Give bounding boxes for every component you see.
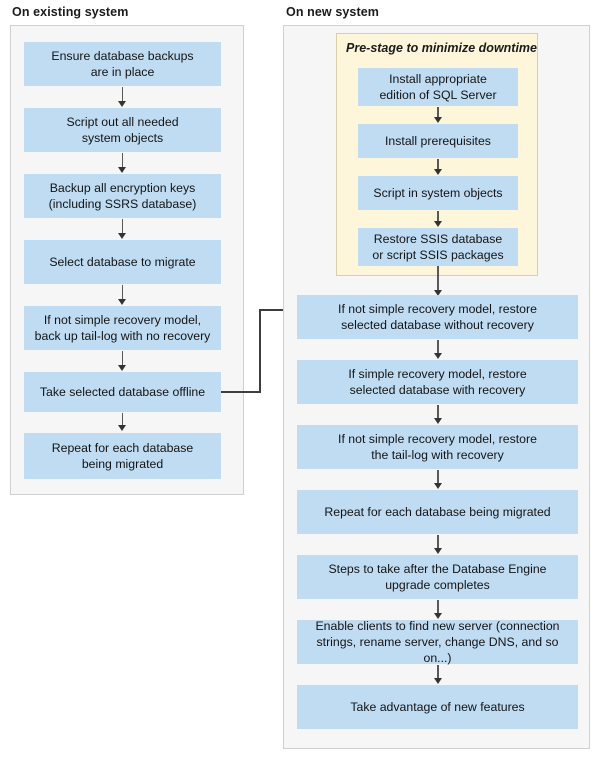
arrow-head-icon [433, 169, 442, 175]
node-line: selected database without recovery [341, 318, 534, 332]
node-backup-tail-log[interactable]: If not simple recovery model, back up ta… [24, 306, 221, 350]
group-pre-stage-label: Pre-stage to minimize downtime [346, 41, 538, 55]
node-line: or script SSIS packages [372, 248, 504, 262]
node-line: Restore SSIS database [373, 231, 503, 246]
node-line: edition of SQL Server [379, 88, 497, 102]
node-script-out-objects[interactable]: Script out all needed system objects [24, 108, 221, 152]
arrow-head-icon [433, 548, 442, 554]
node-line: If simple recovery model, restore [348, 366, 527, 381]
node-repeat-each-database-new[interactable]: Repeat for each database being migrated [297, 490, 578, 534]
node-line: being migrated [81, 457, 164, 471]
arrow-line [437, 107, 439, 118]
connector-segment-horizontal [259, 309, 289, 311]
node-line: the tail-log with recovery [371, 448, 504, 462]
arrow-head-icon [118, 101, 126, 107]
node-line: Script in system objects [373, 185, 503, 200]
arrow-line [437, 405, 439, 419]
column-title-existing-system: On existing system [12, 5, 129, 19]
arrow-head-icon [118, 299, 126, 305]
node-line: If not simple recovery model, restore [338, 301, 537, 316]
arrow-line [437, 159, 439, 170]
arrow-line [437, 665, 439, 679]
arrow-head-icon [118, 425, 126, 431]
node-take-database-offline[interactable]: Take selected database offline [24, 372, 221, 412]
node-script-in-system-objects[interactable]: Script in system objects [358, 176, 518, 210]
arrow-head-icon [433, 678, 442, 684]
node-enable-clients[interactable]: Enable clients to find new server (conne… [297, 618, 578, 666]
node-restore-without-recovery[interactable]: If not simple recovery model, restore se… [297, 295, 578, 339]
node-line: upgrade completes [385, 578, 490, 592]
arrow-line [437, 535, 439, 549]
node-select-database[interactable]: Select database to migrate [24, 240, 221, 284]
node-line: Repeat for each database [51, 440, 194, 455]
arrow-head-icon [433, 483, 442, 489]
node-take-advantage-new-features[interactable]: Take advantage of new features [297, 685, 578, 729]
arrow-line [121, 153, 124, 168]
node-line: (including SSRS database) [48, 197, 197, 211]
node-line: Enable clients to find new server (conne… [315, 618, 560, 633]
arrow-head-icon [118, 167, 126, 173]
arrow-line [437, 600, 439, 614]
arrow-line [121, 87, 124, 102]
node-line: Take advantage of new features [350, 699, 525, 714]
node-line: back up tail-log with no recovery [34, 329, 211, 343]
node-install-sql-server[interactable]: Install appropriate edition of SQL Serve… [358, 68, 518, 106]
arrow-line [437, 470, 439, 484]
node-line: Ensure database backups [51, 48, 194, 63]
arrow-line [437, 340, 439, 354]
arrow-line [121, 219, 124, 234]
arrow-line [121, 351, 124, 366]
arrow-line [121, 285, 124, 300]
arrow-head-icon [433, 353, 442, 359]
node-line: Install prerequisites [385, 133, 491, 148]
arrow-head-icon [433, 221, 442, 227]
node-line: strings, rename server, change DNS, and … [316, 634, 559, 666]
arrow-line [437, 211, 439, 222]
arrow-head-icon [118, 233, 126, 239]
arrow-head-icon [433, 418, 442, 424]
node-backup-encryption-keys[interactable]: Backup all encryption keys (including SS… [24, 174, 221, 218]
node-line: If not simple recovery model, restore [338, 431, 537, 446]
node-install-prerequisites[interactable]: Install prerequisites [358, 124, 518, 158]
arrow-head-icon [433, 117, 442, 123]
column-title-new-system: On new system [286, 5, 379, 19]
node-line: Repeat for each database being migrated [324, 504, 551, 519]
node-line: Script out all needed [66, 114, 179, 129]
arrow-head-icon [433, 613, 442, 619]
node-repeat-each-database[interactable]: Repeat for each database being migrated [24, 433, 221, 479]
node-line: Backup all encryption keys [49, 180, 196, 195]
node-line: Take selected database offline [39, 384, 206, 399]
arrow-head-icon [433, 290, 442, 296]
node-line: If not simple recovery model, [43, 312, 202, 327]
connector-segment-vertical [259, 309, 261, 393]
node-restore-ssis-database[interactable]: Restore SSIS database or script SSIS pac… [358, 228, 518, 266]
arrow-line [437, 266, 439, 291]
node-line: Steps to take after the Database Engine [328, 561, 547, 576]
node-line: Install appropriate [389, 71, 487, 86]
arrow-head-icon [118, 365, 126, 371]
node-line: selected database with recovery [349, 383, 526, 397]
node-post-upgrade-steps[interactable]: Steps to take after the Database Engine … [297, 555, 578, 599]
arrow-line [121, 413, 124, 426]
connector-segment-horizontal [221, 391, 261, 393]
node-line: system objects [81, 131, 164, 145]
node-restore-with-recovery[interactable]: If simple recovery model, restore select… [297, 360, 578, 404]
node-line: Select database to migrate [49, 254, 196, 269]
node-restore-tail-log[interactable]: If not simple recovery model, restore th… [297, 425, 578, 469]
node-line: are in place [90, 65, 155, 79]
node-ensure-backups[interactable]: Ensure database backups are in place [24, 42, 221, 86]
